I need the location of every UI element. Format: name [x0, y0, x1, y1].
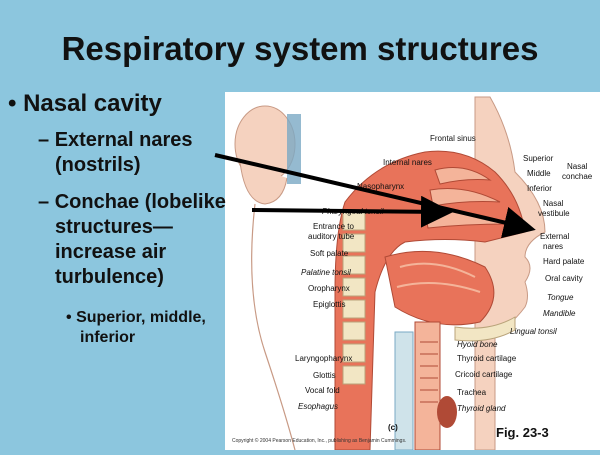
label-trachea: Trachea: [457, 388, 487, 397]
label-cricoid-cartilage: Cricoid cartilage: [455, 370, 513, 379]
bullet-dash: –: [38, 191, 50, 213]
label-auditory-tube: auditory tube: [308, 232, 355, 241]
label-nasal-2: Nasal: [543, 199, 564, 208]
bullet-line: (nostrils): [55, 154, 141, 176]
label-palatine-tonsil: Palatine tonsil: [301, 268, 351, 277]
bullet-line: Superior, middle,: [76, 309, 206, 326]
label-hard-palate: Hard palate: [543, 257, 585, 266]
label-external: External: [540, 232, 570, 241]
label-vocal-fold: Vocal fold: [305, 386, 340, 395]
label-conchae: conchae: [562, 172, 593, 181]
head-sagittal-section: [234, 96, 546, 451]
bullet-line: Conchae (lobelike: [54, 191, 226, 213]
label-nasal: Nasal: [567, 162, 588, 171]
bullet-level1: • Nasal cavity: [8, 90, 162, 118]
label-epiglottis: Epiglottis: [313, 300, 346, 309]
label-inferior: Inferior: [527, 184, 552, 193]
anatomy-figure: Frontal sinus Superior Middle Inferior N…: [225, 92, 600, 451]
label-entrance-to: Entrance to: [313, 222, 354, 231]
label-laryngopharynx: Laryngopharynx: [295, 354, 353, 363]
figure-panel-letter: (c): [388, 423, 398, 432]
label-superior: Superior: [523, 154, 554, 163]
head-thumbnail-icon: [234, 105, 301, 205]
label-lingual-tonsil: Lingual tonsil: [510, 327, 557, 336]
label-internal-nares: Internal nares: [383, 158, 432, 167]
bullet-line: structures—: [55, 216, 173, 238]
label-mandible: Mandible: [543, 309, 576, 318]
bullet-external-nares: – External nares (nostrils): [38, 128, 193, 178]
label-soft-palate: Soft palate: [310, 249, 349, 258]
label-oral-cavity: Oral cavity: [545, 274, 583, 283]
figure-caption: Fig. 23-3: [496, 425, 549, 440]
label-hyoid-bone: Hyoid bone: [457, 340, 498, 349]
bullet-line: turbulence): [55, 266, 164, 288]
bullet-conchae: – Conchae (lobelike structures— increase…: [38, 190, 226, 290]
label-glottis: Glottis: [313, 371, 336, 380]
bullet-dot: •: [8, 90, 17, 117]
bullet-dash: –: [38, 129, 50, 151]
bullet-dot-small: •: [66, 309, 72, 326]
bullet-nasal-cavity: Nasal cavity: [23, 90, 162, 117]
label-frontal-sinus: Frontal sinus: [430, 134, 476, 143]
label-vestibule: vestibule: [538, 209, 570, 218]
label-tongue: Tongue: [547, 293, 574, 302]
bullet-line: increase air: [55, 241, 167, 263]
label-esophagus: Esophagus: [298, 402, 339, 411]
label-thyroid-cartilage: Thyroid cartilage: [457, 354, 517, 363]
label-oropharynx: Oropharynx: [308, 284, 350, 293]
slide-title: Respiratory system structures: [61, 30, 539, 67]
label-nasopharynx: Nasopharynx: [357, 182, 405, 191]
vertebral-column: [342, 211, 366, 385]
bullet-line: External nares: [54, 129, 193, 151]
label-pharyngeal-tonsil: Pharyngeal tonsil: [322, 207, 384, 216]
label-thyroid-gland: Thyroid gland: [457, 404, 506, 413]
label-nares: nares: [543, 242, 564, 251]
copyright-text: Copyright © 2004 Pearson Education, Inc.…: [232, 438, 407, 444]
label-middle: Middle: [527, 169, 551, 178]
